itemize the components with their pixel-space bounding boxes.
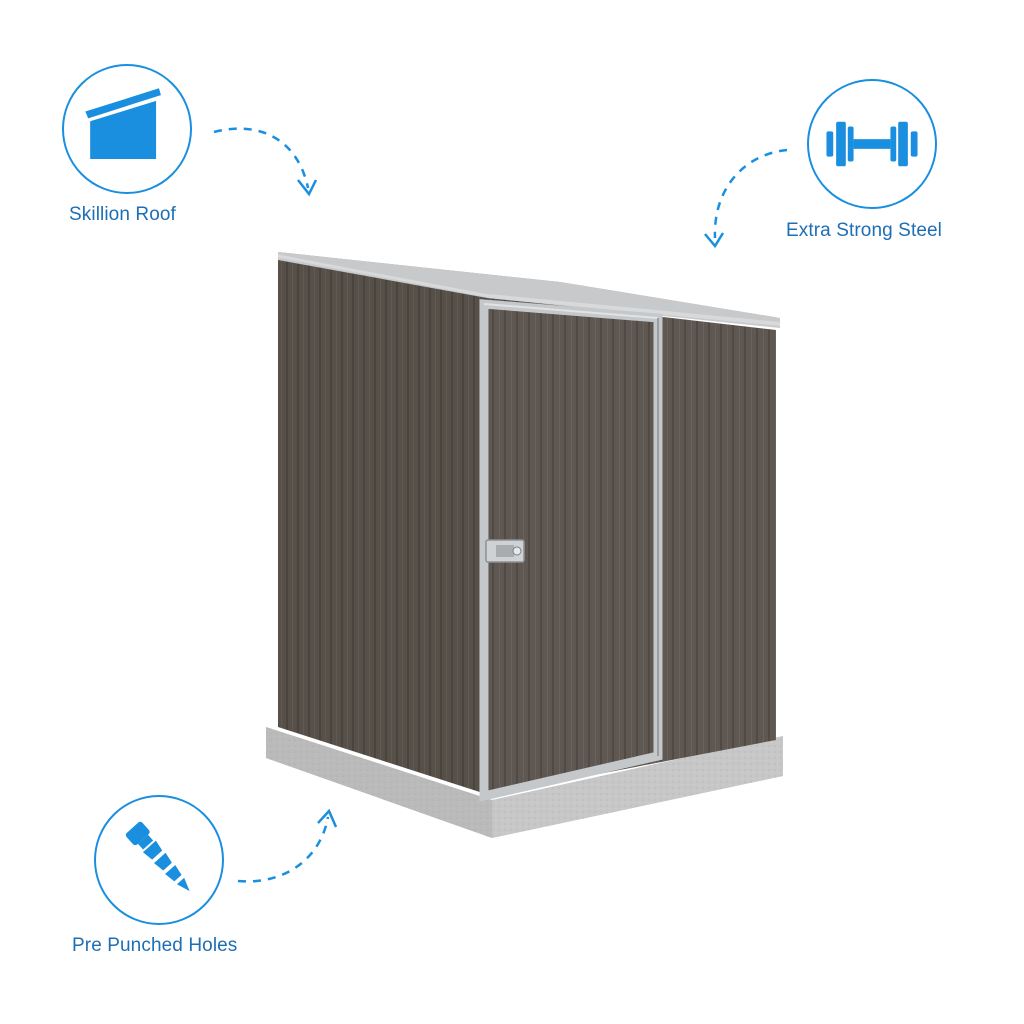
extra-strong-steel-label: Extra Strong Steel [786, 220, 942, 241]
pre-punched-holes-label: Pre Punched Holes [72, 935, 238, 956]
shed-side-wall [278, 258, 489, 795]
skillion-roof-label: Skillion Roof [69, 204, 176, 225]
skillion-roof [277, 252, 781, 328]
arrow-to-holes [237, 808, 338, 883]
extra-strong-steel-badge [807, 79, 937, 209]
pre-punched-holes-badge [94, 795, 224, 925]
concrete-slab [266, 727, 783, 838]
skillion-roof-icon [85, 88, 161, 160]
dumbbell-icon [826, 121, 918, 167]
screw-icon [125, 821, 190, 892]
skillion-roof-badge [62, 64, 192, 194]
arrow-to-steel [704, 148, 788, 249]
door [479, 299, 663, 802]
arrow-to-roof [213, 127, 318, 197]
door-latch [485, 539, 525, 563]
